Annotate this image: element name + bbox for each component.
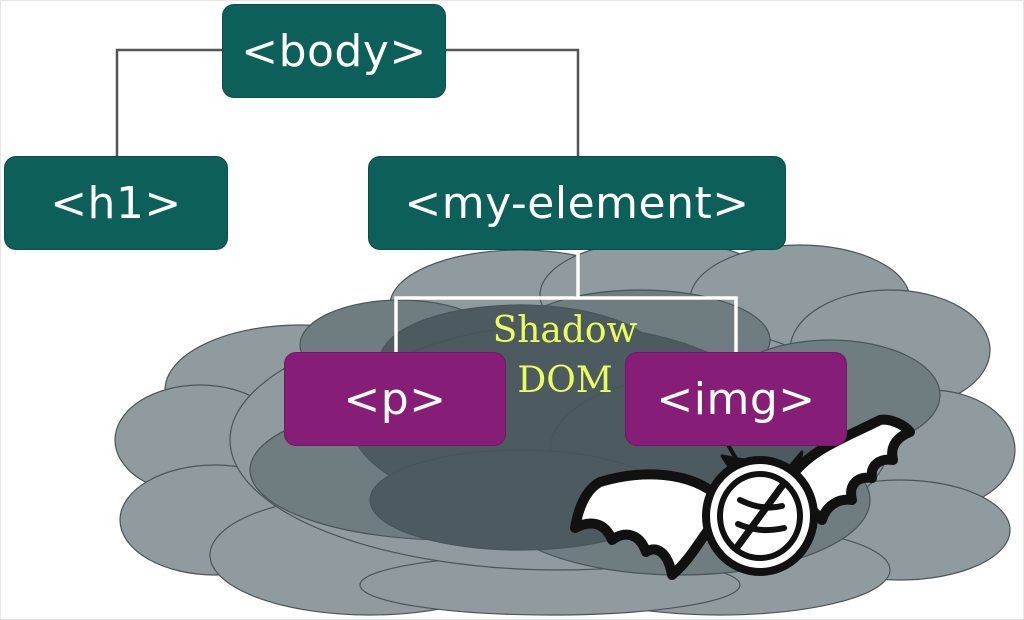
img-node-label: <img> [656,373,816,425]
h1-node: <h1> [4,156,228,250]
p-node: <p> [284,352,506,446]
body-node-label: <body> [241,25,427,77]
shadow-dom-label-line1: Shadow [492,310,638,351]
my-element-node-label: <my-element> [404,177,750,229]
my-element-node: <my-element> [368,156,786,250]
light-dom-connectors [115,48,580,156]
body-node: <body> [222,4,446,98]
p-node-label: <p> [343,373,447,425]
shadow-dom-connectors [394,250,738,352]
shadow-dom-label-line2: DOM [517,360,613,401]
h1-node-label: <h1> [50,177,182,229]
shadow-dom-label: Shadow DOM [470,306,660,406]
img-node: <img> [625,352,847,446]
